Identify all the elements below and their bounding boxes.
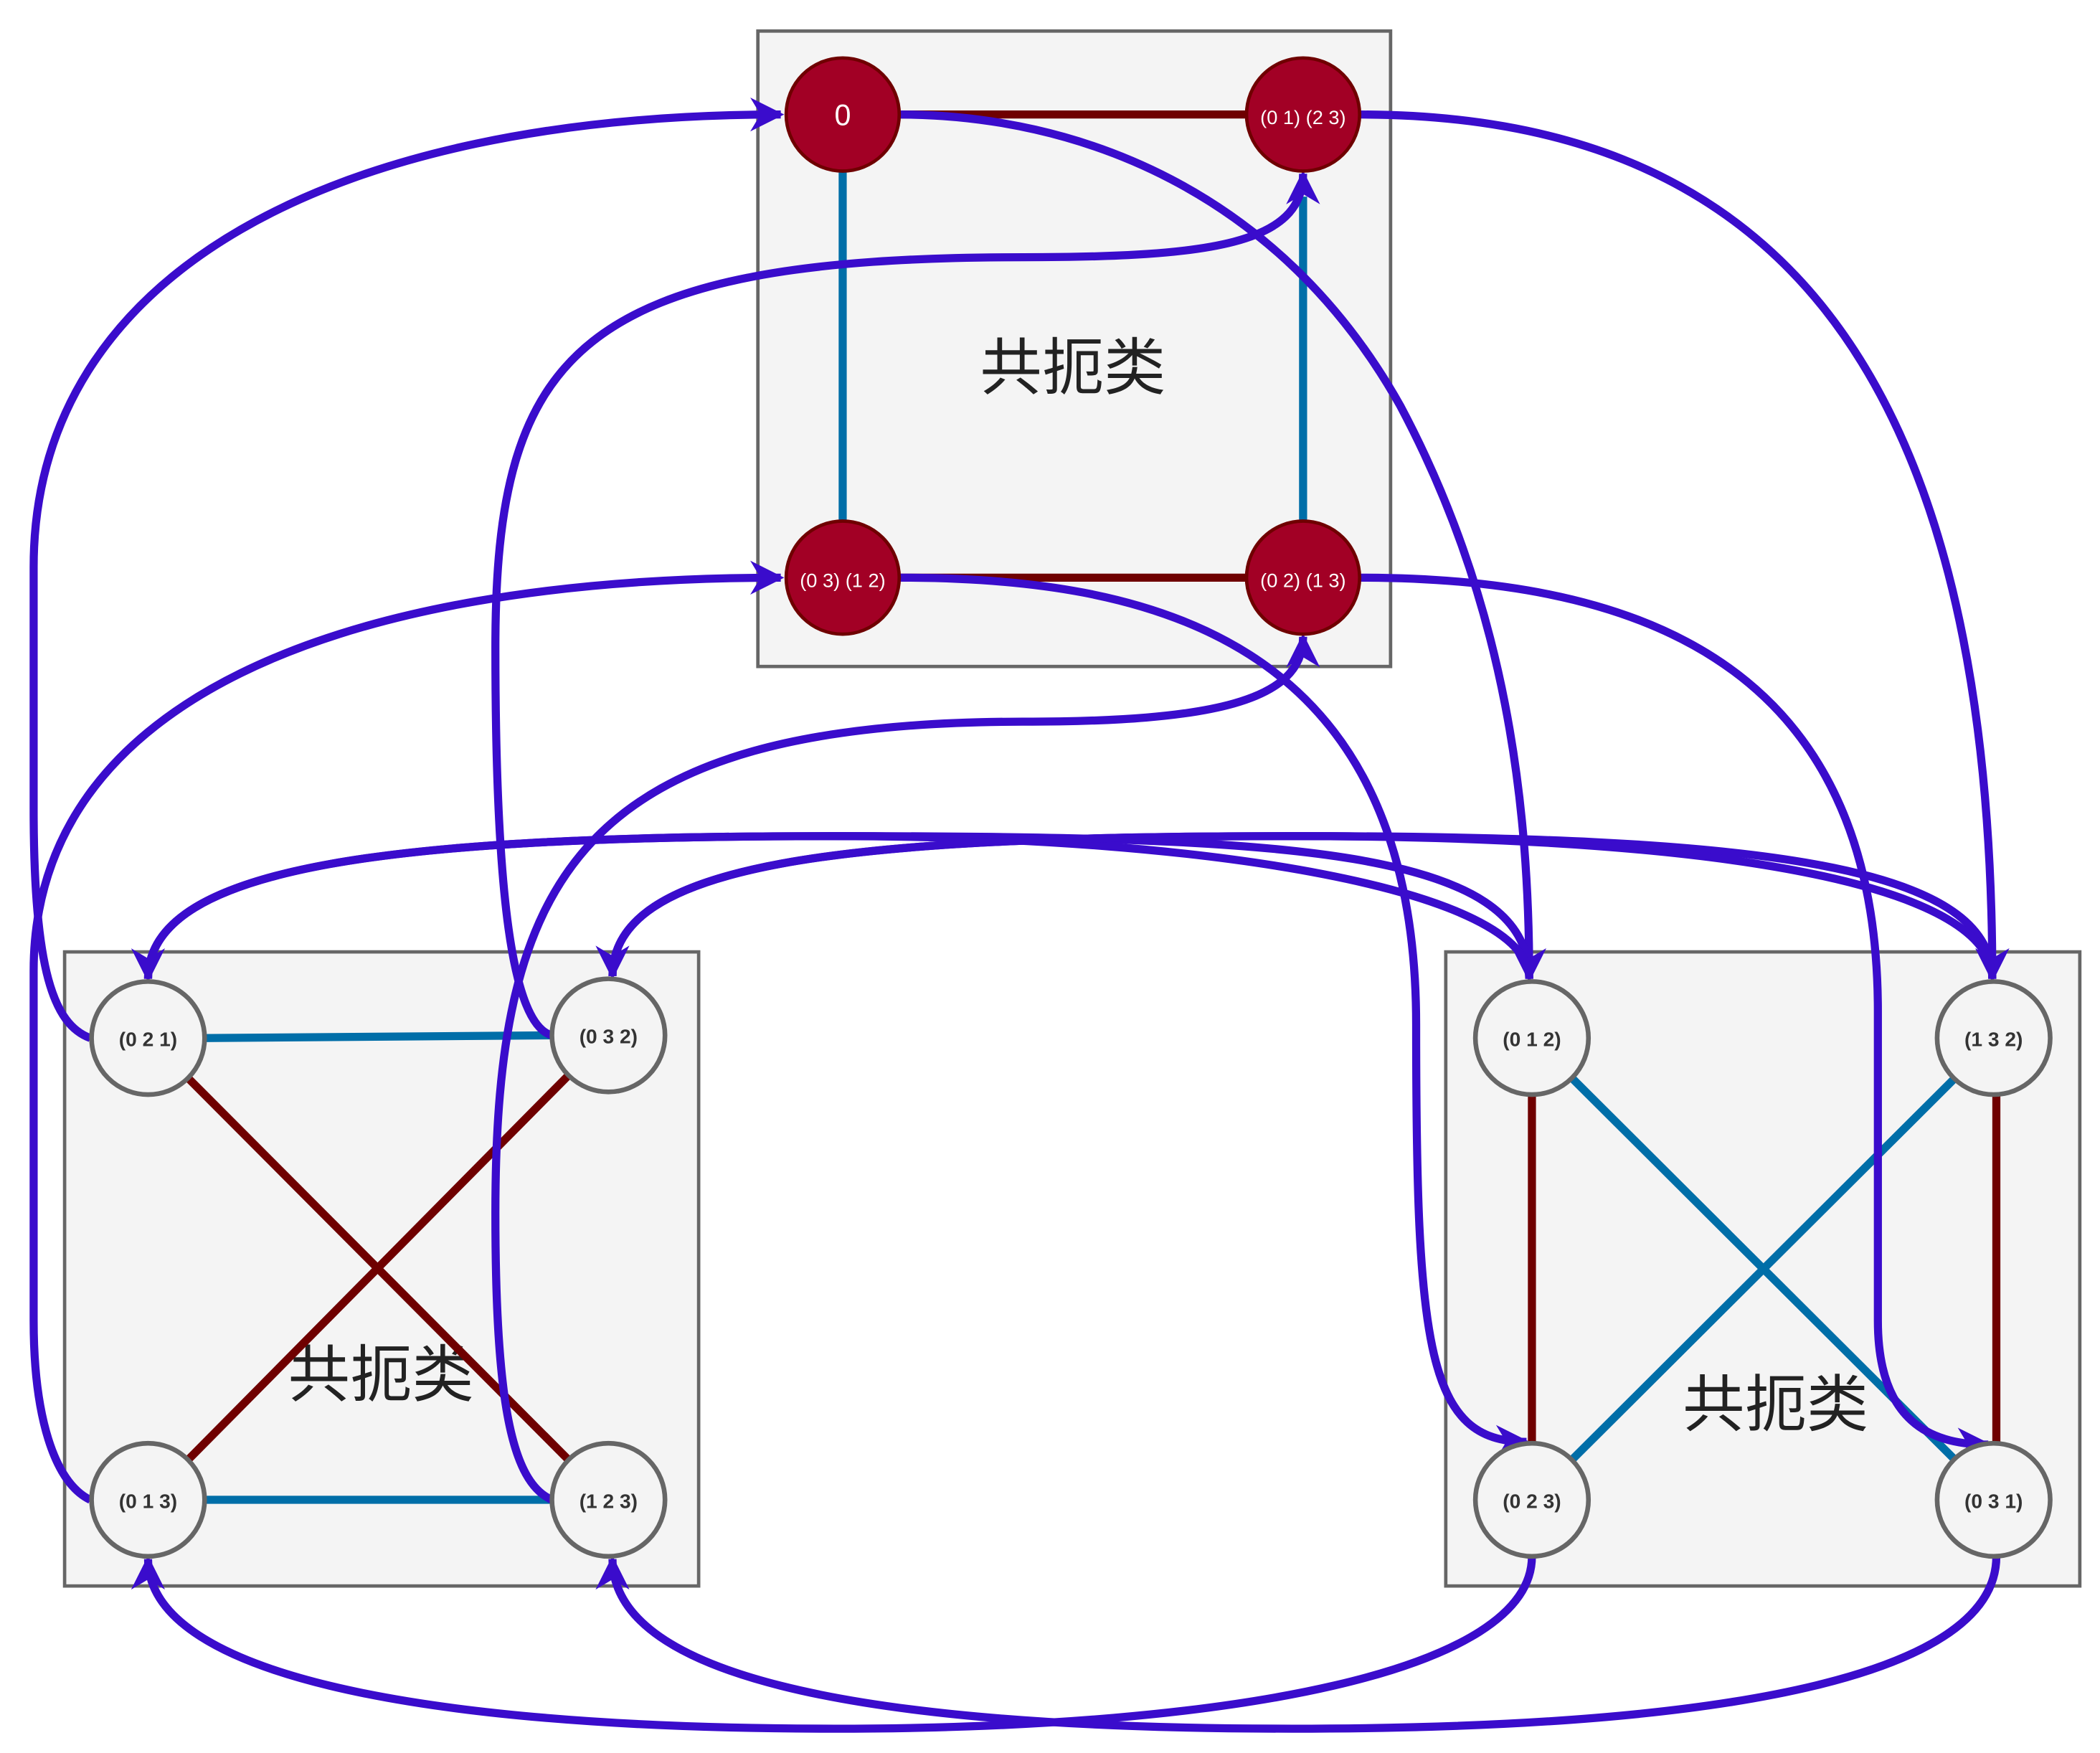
arrow-p0312-to-c023 [899, 573, 1531, 1459]
arrow-identity-to-c012 [899, 110, 1546, 983]
node-c013-label: (0 1 3) [119, 1490, 177, 1512]
node-c013[interactable]: (0 1 3) [89, 1440, 207, 1559]
arrow-c032-to-p0123 [491, 170, 1320, 1039]
node-c132[interactable]: (1 3 2) [1934, 979, 2053, 1097]
node-c021[interactable]: (0 2 1) [89, 979, 207, 1097]
node-p0123-label: (0 1) (2 3) [1260, 106, 1345, 128]
cluster-left-label: 共扼类 [288, 1339, 474, 1411]
node-identity-label: 0 [834, 99, 851, 132]
node-identity[interactable]: 0 [784, 56, 902, 173]
node-c032-label: (0 3 2) [580, 1026, 638, 1048]
arrows [29, 98, 2010, 1733]
node-c023-label: (0 2 3) [1503, 1490, 1561, 1512]
arrow-c123-to-p0213 [491, 633, 1320, 1504]
edge-c132-c023 [1569, 1075, 1958, 1463]
arrow-p0213-to-c031 [1359, 573, 1992, 1462]
arrow-c021-to-identity [29, 98, 785, 1042]
node-c023[interactable]: (0 2 3) [1472, 1440, 1591, 1559]
node-p0213-label: (0 2) (1 3) [1260, 569, 1345, 591]
cluster-top-label: 共扼类 [980, 333, 1165, 405]
node-c123[interactable]: (1 2 3) [549, 1440, 668, 1559]
node-c031[interactable]: (0 3 1) [1934, 1440, 2053, 1559]
arrow-c023-to-c013 [131, 1555, 1536, 1733]
arrow-p0123-to-c132 [1359, 110, 2010, 983]
node-c031-label: (0 3 1) [1964, 1490, 2023, 1512]
arrow-pair-c132-c032 [595, 832, 1997, 980]
node-p0312-label: (0 3) (1 2) [800, 569, 885, 591]
node-c012-label: (0 1 2) [1503, 1028, 1561, 1050]
node-c032[interactable]: (0 3 2) [549, 976, 668, 1095]
edge-c021-c032 [204, 1031, 552, 1042]
node-c012[interactable]: (0 1 2) [1472, 979, 1591, 1097]
node-c123-label: (1 2 3) [580, 1490, 638, 1512]
arrow-pair-c012-c021 [131, 832, 1533, 983]
arrow-c031-to-c123 [595, 1555, 2001, 1733]
node-p0123[interactable]: (0 1) (2 3) [1244, 56, 1362, 173]
node-p0312[interactable]: (0 3) (1 2) [784, 519, 902, 636]
cluster-right-label: 共扼类 [1683, 1369, 1868, 1441]
edge-c032-c013 [185, 1072, 572, 1463]
node-p0213[interactable]: (0 2) (1 3) [1244, 519, 1362, 636]
node-c132-label: (1 3 2) [1964, 1028, 2023, 1050]
node-c021-label: (0 2 1) [119, 1028, 177, 1050]
